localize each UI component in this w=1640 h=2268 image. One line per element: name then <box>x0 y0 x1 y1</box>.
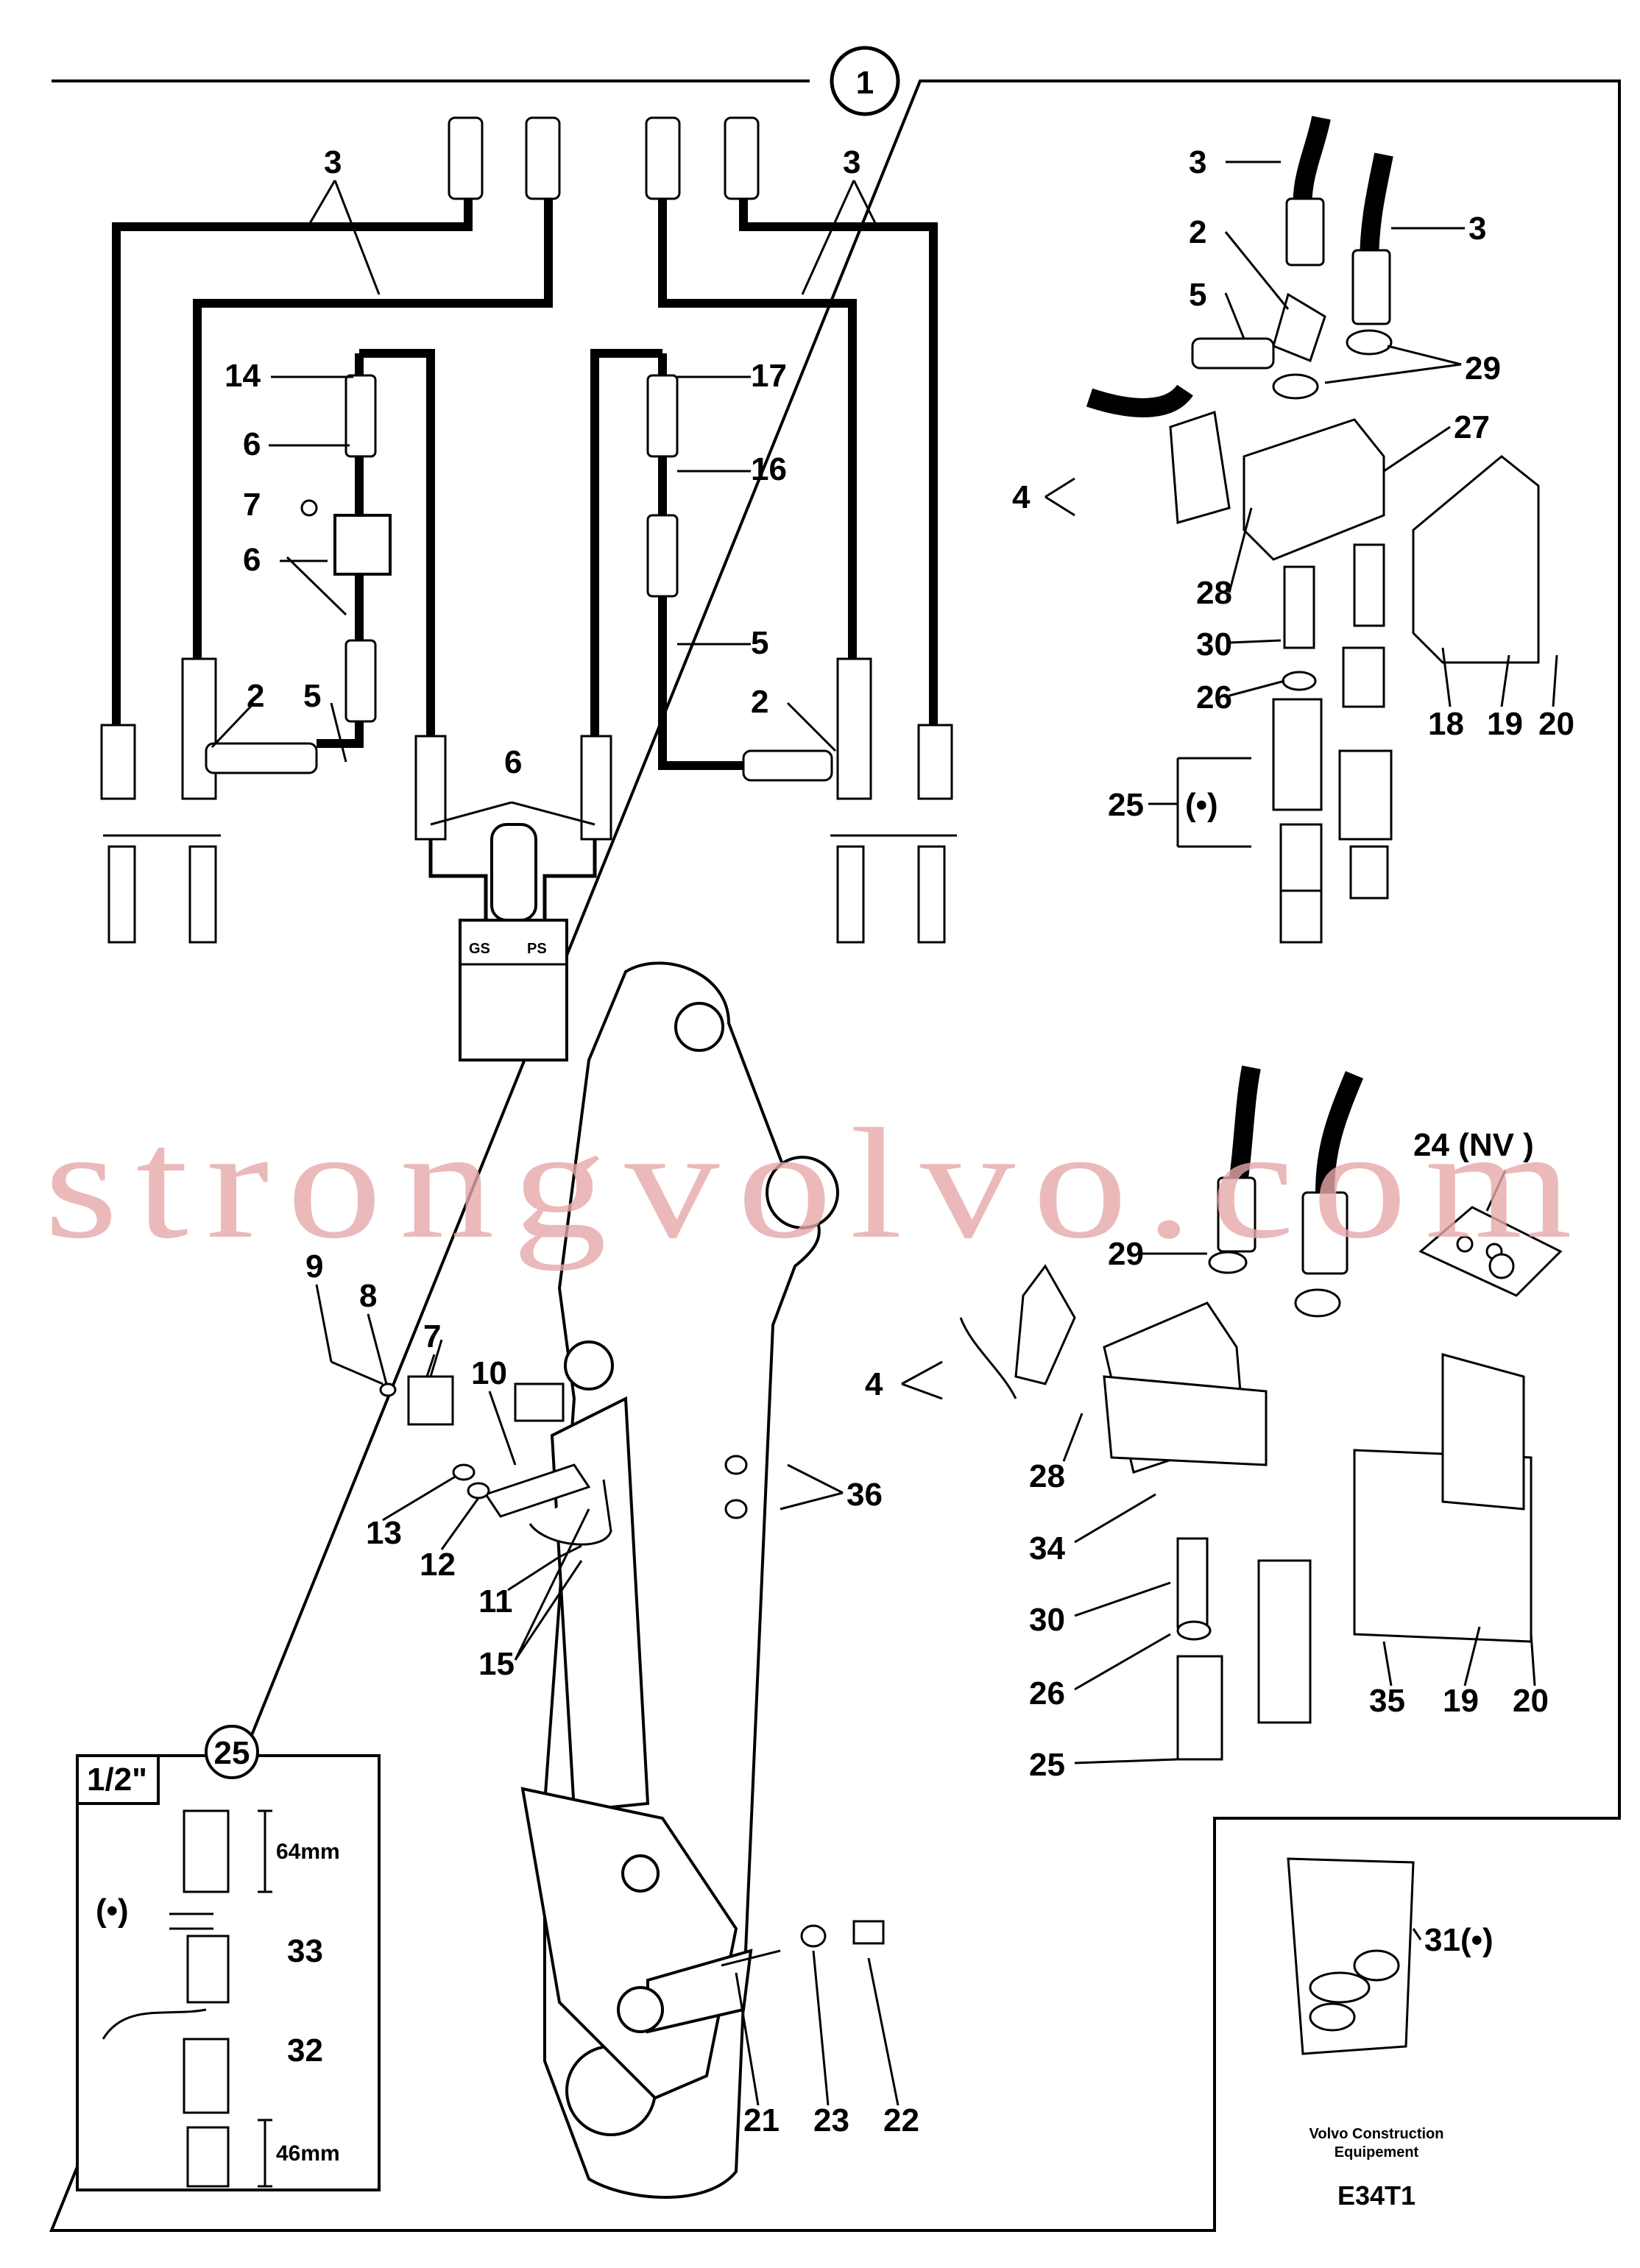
callout-16: 16 <box>751 451 787 487</box>
seal-kit-bag <box>1287 1857 1415 2055</box>
callout-25: 25 <box>1029 1747 1065 1783</box>
callout-22: 22 <box>883 2102 919 2138</box>
callout-25-dot: (•) <box>1185 787 1218 823</box>
inset-dim-top: 64mm <box>276 1840 340 1864</box>
shutoff-valve <box>333 514 392 576</box>
port-gs-label: GS <box>469 941 490 957</box>
pilot-lines <box>428 839 597 920</box>
leader-lines <box>211 180 877 826</box>
bracket-parts <box>331 1339 885 1967</box>
callout-30: 30 <box>1029 1602 1065 1638</box>
callout-14: 14 <box>225 358 261 394</box>
inset-dim-bottom: 46mm <box>276 2141 340 2166</box>
hose-lines <box>112 199 938 770</box>
callout-21: 21 <box>743 2102 780 2138</box>
callout-28: 28 <box>1029 1458 1065 1494</box>
callout-5: 5 <box>1189 277 1206 313</box>
callout-8: 8 <box>359 1278 377 1314</box>
callout-34: 34 <box>1029 1530 1065 1566</box>
callout-20: 20 <box>1538 706 1574 742</box>
view-number: 1 <box>856 65 874 101</box>
callout-20: 20 <box>1513 1683 1549 1719</box>
callout-19: 19 <box>1487 706 1523 742</box>
view-number-circle <box>830 46 900 116</box>
upper-right-assembly <box>1086 116 1540 944</box>
callout-2: 2 <box>247 678 264 714</box>
callout-15: 15 <box>478 1646 515 1682</box>
callout-29: 29 <box>1465 350 1501 386</box>
callout-13: 13 <box>366 1515 402 1551</box>
footer-company-line2: Equipement <box>1335 2144 1419 2161</box>
footer-drawing-code: E34T1 <box>1337 2180 1415 2211</box>
callout-36: 36 <box>846 1477 883 1513</box>
port-ps-label: PS <box>527 941 547 957</box>
callout-9: 9 <box>305 1248 323 1285</box>
callout-35: 35 <box>1369 1683 1405 1719</box>
callout-5: 5 <box>303 678 321 714</box>
callout-2: 2 <box>751 684 768 720</box>
coupling-inset <box>76 1725 381 2191</box>
callout-28: 28 <box>1196 575 1232 611</box>
footer-company-line1: Volvo Construction <box>1309 2126 1444 2142</box>
callout-26: 26 <box>1029 1675 1065 1711</box>
callout-6: 6 <box>504 744 522 780</box>
hose-schematic <box>100 116 957 1061</box>
callout-31: 31(•) <box>1424 1922 1494 1958</box>
inset-dot-label: (•) <box>96 1893 129 1929</box>
callout-23: 23 <box>813 2102 849 2138</box>
callout-26: 26 <box>1196 679 1232 716</box>
inset-callout-32: 32 <box>287 2032 323 2069</box>
lower-right-assembly <box>959 1065 1563 1761</box>
callout-4: 4 <box>865 1366 883 1402</box>
callout-10: 10 <box>471 1355 507 1391</box>
callout-30: 30 <box>1196 626 1232 663</box>
callout-19: 19 <box>1443 1683 1479 1719</box>
callout-6: 6 <box>243 542 261 578</box>
boom-arm-drawing <box>520 961 839 2199</box>
callout-3: 3 <box>1468 211 1486 247</box>
callout-2: 2 <box>1189 214 1206 250</box>
callout-4: 4 <box>1012 479 1031 515</box>
inset-number: 25 <box>214 1735 250 1771</box>
callout-7: 7 <box>423 1318 441 1354</box>
callout-18: 18 <box>1428 706 1464 742</box>
callout-17: 17 <box>751 358 787 394</box>
callout-labels: 3 3 3 3 14 17 16 6 7 6 2 5 6 5 2 2 5 29 … <box>225 144 1574 2138</box>
callout-7: 7 <box>243 487 261 523</box>
watermark: strongvolvo.com <box>44 1095 1590 1271</box>
inset-size: 1/2" <box>87 1762 147 1798</box>
valve-block <box>459 919 568 1061</box>
callout-29: 29 <box>1108 1236 1144 1272</box>
callout-5: 5 <box>751 625 768 661</box>
callout-3: 3 <box>1189 144 1206 180</box>
leader-lines-right <box>315 160 1558 2106</box>
valve-handle <box>300 499 318 517</box>
callout-12: 12 <box>420 1547 456 1583</box>
callout-3: 3 <box>843 144 860 180</box>
callout-27: 27 <box>1454 409 1490 445</box>
callout-11: 11 <box>478 1583 513 1619</box>
top-fittings <box>344 116 760 723</box>
callout-6: 6 <box>243 426 261 462</box>
inset-callout-33: 33 <box>287 1933 323 1969</box>
diagram-frame <box>49 80 1621 2232</box>
callout-24: 24 (NV ) <box>1413 1127 1534 1163</box>
callout-25: 25 <box>1108 787 1144 823</box>
callout-3: 3 <box>324 144 342 180</box>
